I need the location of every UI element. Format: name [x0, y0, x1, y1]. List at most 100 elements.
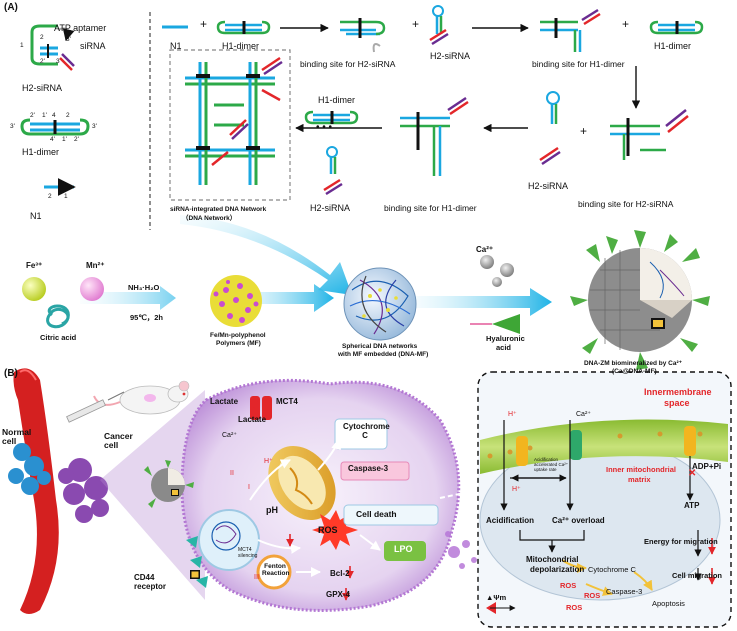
label-mn: Mn²⁺	[86, 261, 105, 270]
label-gpx4: GPX-4	[326, 590, 351, 599]
inset-migration: Cell migration	[672, 571, 723, 580]
inset-psi: ▲Ψm	[486, 593, 507, 602]
flow-bind-h2-1: binding site for H2-siRNA	[300, 59, 396, 69]
h2-num-2p: 2'	[40, 58, 45, 65]
inset-ims-1: Innermembrane	[644, 387, 712, 397]
flow-h1-dimer-2: H1-dimer	[654, 41, 692, 51]
h1-num-5: 4'	[50, 136, 55, 143]
network-caption-1: siRNA-integrated DNA Network	[170, 206, 267, 213]
legend-atp-aptamer: ATP aptamer	[54, 23, 107, 33]
flow-bind-h1-1: binding site for H1-dimer	[532, 59, 625, 69]
inset-acidification: Acidification	[486, 516, 535, 525]
label-ca-cell: Ca²⁺	[222, 432, 237, 439]
inset-atp: ATP	[684, 501, 700, 510]
flow-bind-h1-2: binding site for H1-dimer	[384, 203, 477, 213]
inset-ros-2: ROS	[584, 591, 601, 600]
label-lactate-in: Lactate	[238, 415, 267, 424]
h1-num-7: 2'	[74, 136, 79, 143]
network-caption-2: （DNA Network）	[182, 215, 237, 222]
flow-h2-sirna-2: H2-siRNA	[528, 181, 569, 191]
inset-depol-1: Mitochondrial	[526, 555, 579, 564]
h2-num-2: 2	[40, 34, 44, 41]
h1-num-1: 1'	[42, 112, 47, 119]
label-ca: Ca²⁺	[476, 245, 494, 254]
h2-num-1: 1	[20, 42, 24, 49]
flow-h1-dimer-1: H1-dimer	[222, 41, 260, 51]
flow-h2-sirna-1: H2-siRNA	[430, 51, 471, 61]
h1-num-6: 1'	[62, 136, 67, 143]
label-mct4-silencing: MCT4 silencing	[238, 547, 258, 559]
inset-accel: Acidification accelerated Ca²⁺ uptake ra…	[534, 457, 569, 472]
flow-bind-h2-2: binding site for H2-siRNA	[578, 199, 674, 209]
label-normal-cell: Normal cell	[2, 427, 32, 447]
inset-imm-2: matrix	[628, 475, 651, 484]
inset-caspase-3: Caspase-3	[606, 587, 643, 596]
legend-h1-dimer: H1-dimer	[22, 147, 60, 157]
label-ha-1: Hyaluronic	[486, 334, 525, 343]
h1-num-2: 4	[52, 112, 56, 119]
n1-num-2: 2	[48, 193, 52, 200]
roman-2: II	[230, 470, 234, 477]
inset-ca-top: Ca²⁺	[576, 411, 591, 418]
label-sph-2: with MF embedded (DNA-MF)	[338, 351, 429, 358]
h1-num-4: 3'	[92, 123, 97, 130]
legend-n1: N1	[30, 211, 42, 221]
roman-3: III	[254, 574, 260, 581]
flow-h2-sirna-3: H2-siRNA	[310, 203, 351, 213]
n1-num-1: 1	[64, 193, 68, 200]
label-lactate-out: Lactate	[210, 397, 239, 406]
label-cd44: CD44 receptor	[134, 573, 167, 591]
label-bcl2: Bcl-2	[330, 569, 350, 578]
label-citric: Citric acid	[40, 333, 77, 342]
label-h-cell: H⁺	[264, 458, 273, 465]
flow-n1: N1	[170, 41, 182, 51]
label-fe: Fe³⁺	[26, 261, 43, 270]
inset-depol-2: depolarization	[530, 565, 585, 574]
flow-h1-dimer-3: H1-dimer	[318, 95, 356, 105]
inset-ros-1: ROS	[560, 581, 577, 590]
inset-ims-2: space	[664, 398, 690, 408]
panel-a-label: (A)	[4, 2, 18, 13]
label-final-1: DNA-ZM biomineralized by Ca²⁺	[584, 360, 683, 367]
label-fenton: Fenton Reaction	[262, 563, 290, 578]
label-ha-2: acid	[496, 343, 512, 352]
flow-plus-2: +	[412, 17, 420, 31]
h2-num-3p: 3'	[66, 36, 71, 43]
h1-num-8: 3'	[10, 123, 15, 130]
inset-h-top: H⁺	[508, 411, 517, 418]
label-mf-1: Fe/Mn-polyphenol	[210, 332, 266, 339]
inset-apoptosis: Apoptosis	[652, 599, 685, 608]
inset-imm-1: Inner mitochondrial	[606, 465, 677, 474]
inset-energy: Energy for migration	[644, 537, 718, 546]
legend-sirna: siRNA	[80, 41, 106, 51]
label-mf-2: Polymers (MF)	[216, 340, 261, 347]
panel-b-label: (B)	[4, 368, 18, 379]
box-cell-death: Cell death	[356, 509, 397, 519]
box-caspase-3: Caspase-3	[348, 464, 389, 473]
inset-ros-3: ROS	[566, 603, 583, 612]
roman-1: I	[248, 484, 250, 491]
label-mct4: MCT4	[276, 397, 298, 406]
label-ros-cell: ROS	[318, 525, 338, 535]
h1-num-0: 2'	[30, 112, 35, 119]
h2-num-3: 3	[56, 58, 60, 65]
h1-num-3: 2	[66, 112, 70, 119]
label-cond: 95℃，2h	[130, 313, 164, 322]
inset-adp: ADP+Pi	[692, 462, 722, 471]
box-lpo: LPO	[394, 544, 413, 554]
label-ph: pH	[266, 505, 278, 515]
flow-plus-4: +	[580, 124, 588, 138]
flow-plus-1: +	[200, 17, 208, 31]
label-final-2: (Ca@DNA-MF)	[612, 368, 657, 375]
svg-text:✕: ✕	[688, 468, 696, 479]
inset-ca-overload: Ca²⁺ overload	[552, 516, 605, 525]
legend-h2-sirna: H2-siRNA	[22, 83, 63, 93]
flow-plus-3: +	[622, 17, 630, 31]
inset-cytochrome-c: Cytochrome C	[588, 565, 636, 574]
box-cytochrome-c: Cytochrome C	[343, 422, 390, 440]
inset-h-mid: H⁺	[512, 486, 521, 493]
label-cancer-cell: Cancer cell	[104, 431, 133, 451]
label-sph-1: Spherical DNA networks	[342, 343, 418, 350]
